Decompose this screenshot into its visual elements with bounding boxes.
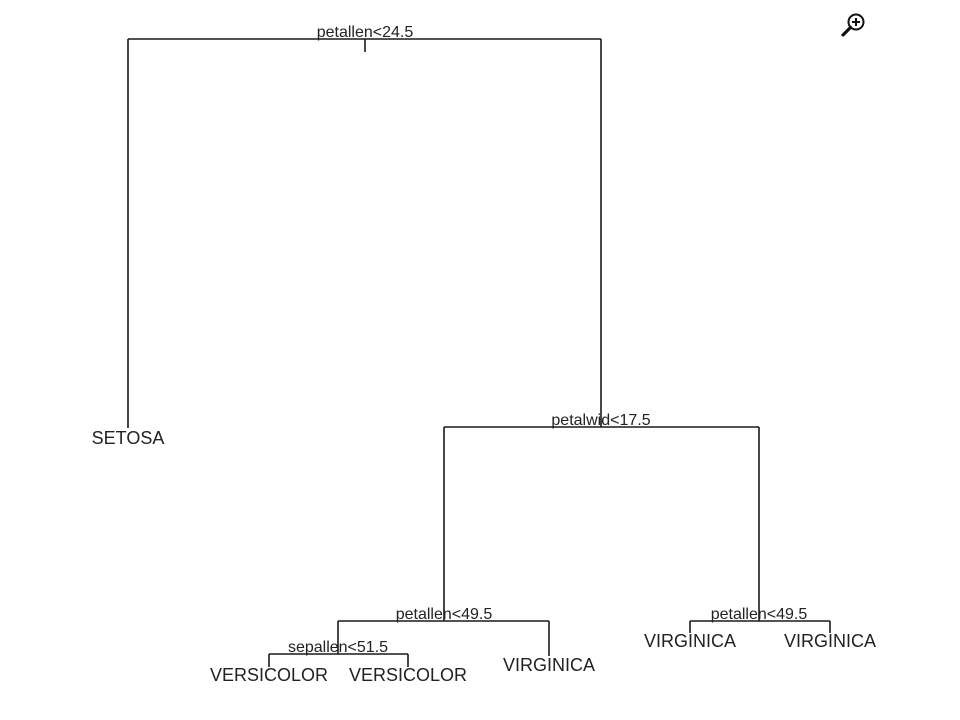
leaf-virginica-3: VIRGINICA xyxy=(784,631,876,651)
petallen-right-split-label: petallen<49.5 xyxy=(711,606,808,623)
zoom-in-button[interactable] xyxy=(838,10,868,40)
root-split-label: petallen<24.5 xyxy=(317,24,414,41)
petalwid-split-label: petalwid<17.5 xyxy=(551,412,650,429)
leaf-virginica-1: VIRGINICA xyxy=(503,655,595,675)
leaf-setosa: SETOSA xyxy=(92,428,165,448)
petallen-left-split-label: petallen<49.5 xyxy=(396,606,493,623)
zoom-in-icon xyxy=(841,13,865,37)
leaf-versicolor-2: VERSICOLOR xyxy=(349,665,467,685)
leaf-versicolor-1: VERSICOLOR xyxy=(210,665,328,685)
leaf-virginica-2: VIRGINICA xyxy=(644,631,736,651)
sepallen-split-label: sepallen<51.5 xyxy=(288,639,388,656)
